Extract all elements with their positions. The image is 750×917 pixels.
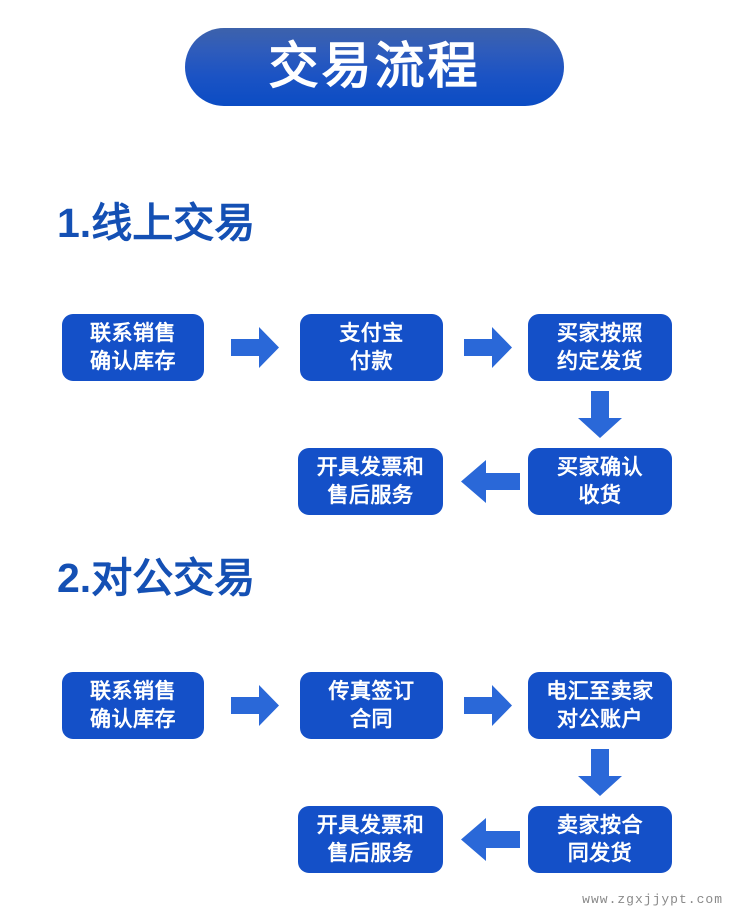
section-heading-public: 2.对公交易 [57, 555, 256, 601]
arrow-down-icon [578, 391, 622, 438]
flow-box-line-2: 同发货 [567, 841, 633, 865]
arrow-right-icon [464, 685, 512, 726]
flow-box-line-2: 付款 [350, 349, 393, 373]
page-title-banner: 交易流程 [185, 28, 564, 106]
flow-box-online-step-5: 开具发票和 售后服务 [298, 448, 443, 515]
flow-box-line-2: 约定发货 [557, 349, 643, 373]
flow-box-line-2: 收货 [578, 483, 622, 507]
arrow-right-icon [231, 685, 279, 726]
flow-box-online-step-2: 支付宝 付款 [300, 314, 443, 381]
arrow-right-icon [231, 327, 279, 368]
flow-box-line-2: 合同 [350, 707, 393, 731]
page-title: 交易流程 [268, 37, 481, 94]
flow-box-online-step-4: 买家确认 收货 [528, 448, 672, 515]
flow-box-line-1: 传真签订 [328, 679, 415, 703]
flow-box-online-step-1: 联系销售 确认库存 [62, 314, 204, 381]
flow-box-line-1: 联系销售 [90, 679, 176, 703]
flow-box-line-2: 售后服务 [327, 841, 414, 865]
flow-box-public-step-5: 开具发票和 售后服务 [298, 806, 443, 873]
flow-box-line-1: 支付宝 [339, 321, 404, 345]
arrow-right-icon [464, 327, 512, 368]
flow-box-line-1: 联系销售 [90, 321, 176, 345]
section-heading-online: 1.线上交易 [57, 200, 256, 246]
flow-box-public-step-2: 传真签订 合同 [300, 672, 443, 739]
flow-box-line-2: 对公账户 [557, 707, 643, 731]
flow-box-line-1: 买家确认 [557, 455, 643, 479]
flow-box-public-step-3: 电汇至卖家 对公账户 [528, 672, 672, 739]
flow-box-line-2: 售后服务 [327, 483, 414, 507]
flow-box-line-1: 开具发票和 [316, 455, 425, 479]
arrow-left-icon [461, 818, 520, 861]
flow-box-public-step-1: 联系销售 确认库存 [62, 672, 204, 739]
flow-box-line-2: 确认库存 [90, 707, 176, 731]
arrow-left-icon [461, 460, 520, 503]
site-watermark: www.zgxjjypt.com [582, 892, 723, 907]
flow-box-line-1: 电汇至卖家 [546, 679, 654, 703]
flow-box-line-1: 卖家按合 [557, 813, 643, 837]
arrow-down-icon [578, 749, 622, 796]
flow-box-line-1: 开具发票和 [316, 813, 425, 837]
flow-box-online-step-3: 买家按照 约定发货 [528, 314, 672, 381]
flow-box-public-step-4: 卖家按合 同发货 [528, 806, 672, 873]
flow-box-line-1: 买家按照 [557, 321, 643, 345]
flow-box-line-2: 确认库存 [90, 349, 176, 373]
